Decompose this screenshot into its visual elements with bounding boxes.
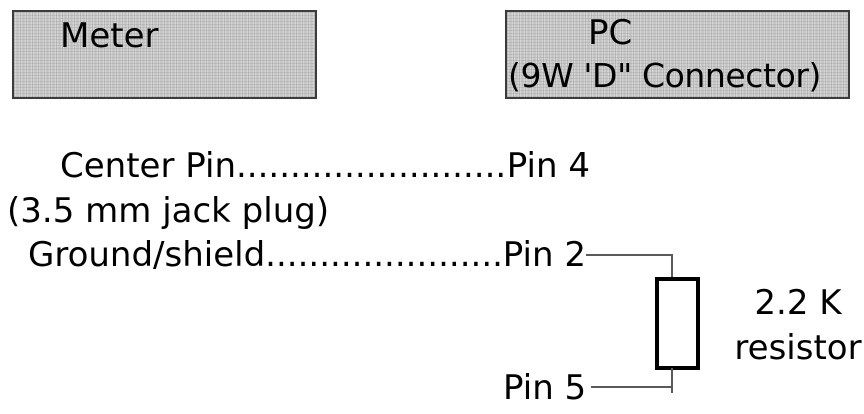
- connection-row-ground: Ground/shield ...................... Pin…: [28, 233, 586, 278]
- resistor-value-label: 2.2 K: [754, 283, 842, 323]
- meter-pin-label: Ground/shield: [28, 235, 266, 275]
- pc-box-subtitle: (9W 'D" Connector): [508, 56, 822, 95]
- wire-pin2-vertical: [671, 254, 673, 279]
- resistor-label: 2.2 K resistor: [728, 281, 864, 371]
- resistor-type-label: resistor: [734, 328, 862, 368]
- meter-box-label: Meter: [60, 16, 159, 56]
- pc-box: [505, 10, 850, 99]
- pc-pin-label: Pin 2: [502, 235, 586, 275]
- wire-resistor-bottom: [671, 368, 673, 393]
- meter-pin-label: Center Pin: [60, 146, 236, 186]
- pc-box-title: PC: [588, 13, 633, 53]
- jack-plug-note: (3.5 mm jack plug): [7, 191, 330, 231]
- leader-dots: ..........................: [236, 146, 507, 186]
- pin5-label: Pin 5: [503, 368, 587, 408]
- leader-dots: ......................: [265, 235, 503, 275]
- pc-pin-label: Pin 4: [506, 146, 590, 186]
- meter-box: [12, 10, 317, 99]
- wire-pin5-horizontal: [591, 386, 673, 388]
- connection-row-center-pin: Center Pin .......................... Pi…: [60, 144, 590, 189]
- resistor-symbol: [655, 277, 700, 370]
- wire-pin2-horizontal: [586, 254, 673, 256]
